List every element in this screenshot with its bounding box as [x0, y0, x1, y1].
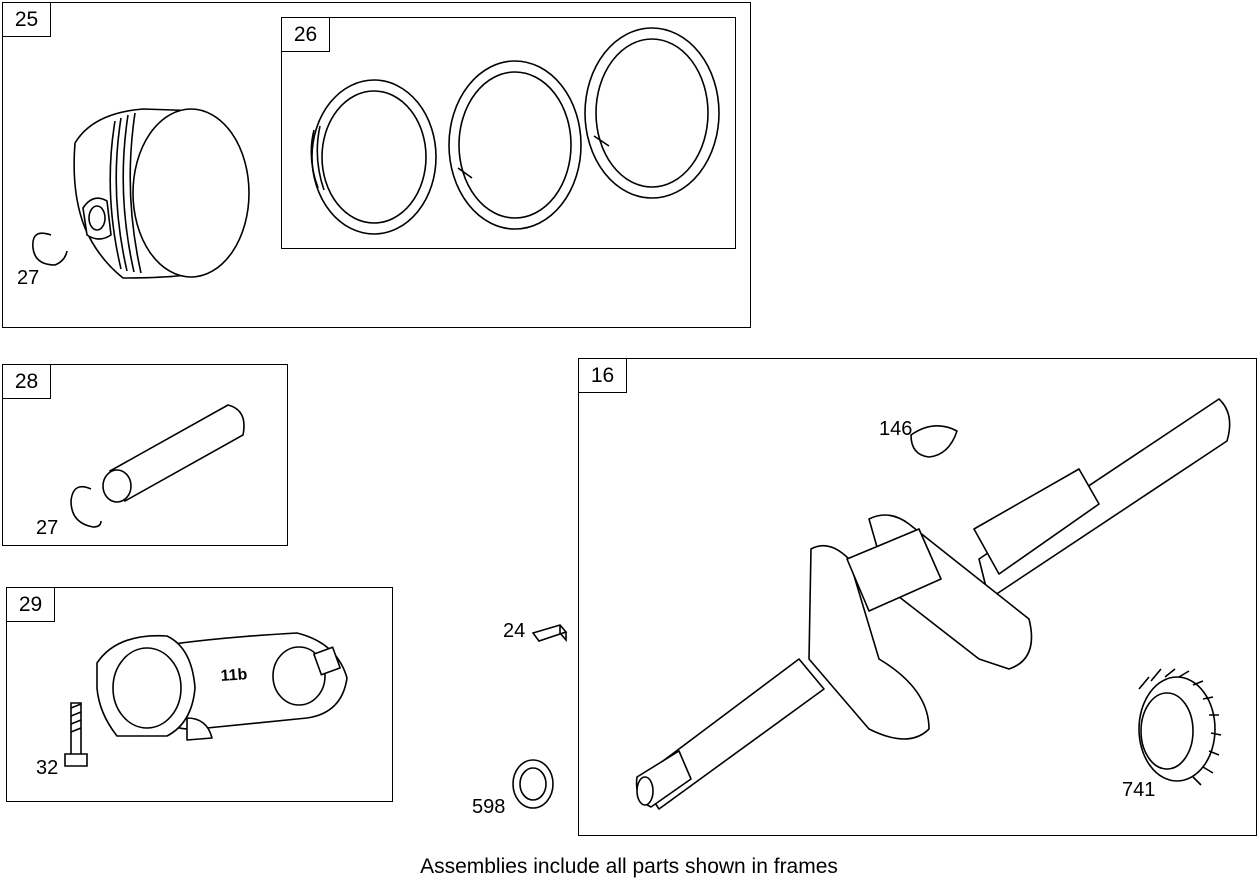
ref-number-box: 25: [3, 3, 51, 37]
retaining-ring: [71, 487, 101, 527]
callout-27: 27: [36, 517, 59, 539]
ref-number-box: 26: [282, 18, 330, 52]
woodruff-key: [911, 426, 957, 457]
connecting-rod-frame: 29 11b 32: [6, 587, 393, 802]
crankpin: [847, 529, 941, 611]
thrust-washer: [513, 760, 553, 808]
main-journal: [974, 469, 1099, 574]
ring-set-drawing: [282, 18, 737, 250]
pto-shaft: [979, 399, 1230, 599]
ref-number-box: 29: [7, 588, 55, 622]
rod-bolt: [65, 703, 87, 766]
callout-598: 598: [472, 796, 506, 818]
callout-24: 24: [503, 620, 526, 642]
piston-ring-grooves: [110, 113, 141, 273]
ref-number-box: 28: [3, 365, 51, 399]
piston-pin-frame: 28 27: [2, 364, 288, 546]
callout-32: 32: [36, 757, 59, 779]
rod-marking: 11b: [220, 666, 248, 685]
crankshaft-frame: 16 146 741: [578, 358, 1257, 836]
callout-146: 146: [879, 418, 913, 440]
callout-27: 27: [17, 267, 40, 289]
connecting-rod-drawing: 11b: [7, 588, 394, 803]
crank-web-lower: [809, 546, 929, 739]
timing-gear: [1139, 669, 1221, 785]
oil-dipper-tab: [314, 647, 340, 675]
caption: Assemblies include all parts shown in fr…: [420, 855, 838, 878]
piston-drawing: [3, 3, 752, 329]
piston-pin-body: [110, 405, 244, 501]
ref-number-box: 16: [579, 359, 627, 393]
crankshaft-drawing: [579, 359, 1258, 837]
callout-741: 741: [1122, 779, 1156, 801]
key-24: [533, 625, 566, 641]
rod-big-end-bore: [113, 648, 181, 728]
retaining-ring: [33, 233, 67, 265]
rod-small-end-bore: [273, 647, 325, 705]
top-compression-ring: [311, 80, 436, 234]
rod-cap-bolt-boss: [187, 718, 212, 740]
piston-pin-drawing: [3, 365, 289, 547]
shaft-end-face: [637, 777, 653, 805]
oil-control-ring: [585, 28, 719, 198]
second-compression-ring: [449, 61, 581, 229]
ring-set-frame: 26: [281, 17, 736, 249]
piston-crown: [133, 109, 249, 277]
piston-pin-end: [103, 470, 131, 502]
piston-pin-hole: [89, 206, 105, 230]
